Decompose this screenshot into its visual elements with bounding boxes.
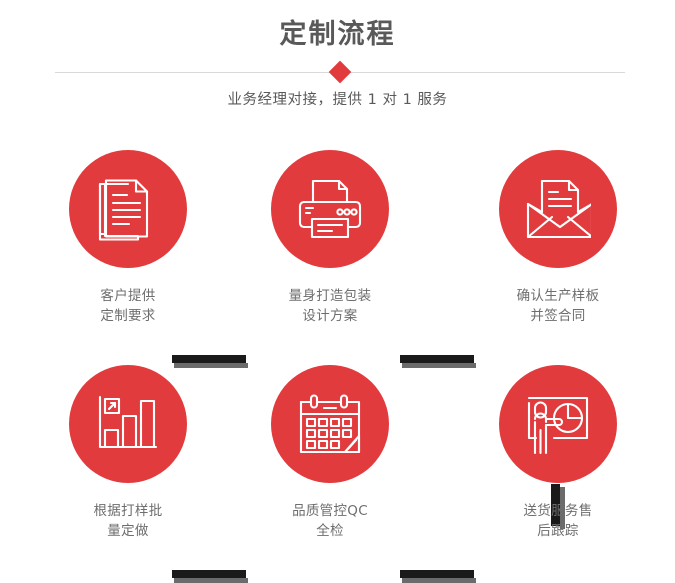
flow-step-2-circle[interactable] [271,150,389,268]
flow-step-5-label: 品质管控QC 全检 [292,503,368,539]
flow-step-2[interactable]: 量身打造包装 设计方案 [215,150,445,326]
flow-step-3-label: 确认生产样板 并签合同 [516,288,600,324]
calendar-icon [298,393,362,455]
envelope-document-icon [525,178,591,240]
documents-stack-icon [97,177,159,241]
flow-step-4-circle[interactable] [69,365,187,483]
diamond-marker-icon [328,60,352,84]
process-flow-diagram: 客户提供 定制要求 量身 [0,150,675,583]
bar-chart-growth-icon [97,394,159,454]
page-title: 定制流程 [279,19,396,50]
flow-step-1-label: 客户提供 定制要求 [100,288,156,324]
flow-step-1[interactable]: 客户提供 定制要求 [13,150,243,326]
printer-icon [298,178,362,240]
flow-step-4-label: 根据打样批 量定做 [93,503,163,539]
presenter-pie-chart-icon [526,392,590,456]
flow-step-2-label: 量身打造包装 设计方案 [288,288,372,324]
title-divider [55,60,625,84]
flow-step-1-circle[interactable] [69,150,187,268]
flow-step-3-circle[interactable] [499,150,617,268]
flow-step-6[interactable]: 送货服务售 后跟踪 [443,365,673,541]
connector-step3-step6 [551,484,565,529]
page-subtitle: 业务经理对接，提供 1 对 1 服务 [227,92,448,108]
connector-step1-step2 [172,355,248,368]
page-header: 定制流程 业务经理对接，提供 1 对 1 服务 [0,0,675,130]
connector-step4-step5 [172,570,248,583]
connector-step5-step6 [400,570,476,583]
flow-step-5-circle[interactable] [271,365,389,483]
flow-step-6-label: 送货服务售 后跟踪 [523,503,593,539]
flow-step-6-circle[interactable] [499,365,617,483]
connector-step2-step3 [400,355,476,368]
flow-step-4[interactable]: 根据打样批 量定做 [13,365,243,541]
flow-step-3[interactable]: 确认生产样板 并签合同 [443,150,673,326]
flow-step-5[interactable]: 品质管控QC 全检 [215,365,445,541]
